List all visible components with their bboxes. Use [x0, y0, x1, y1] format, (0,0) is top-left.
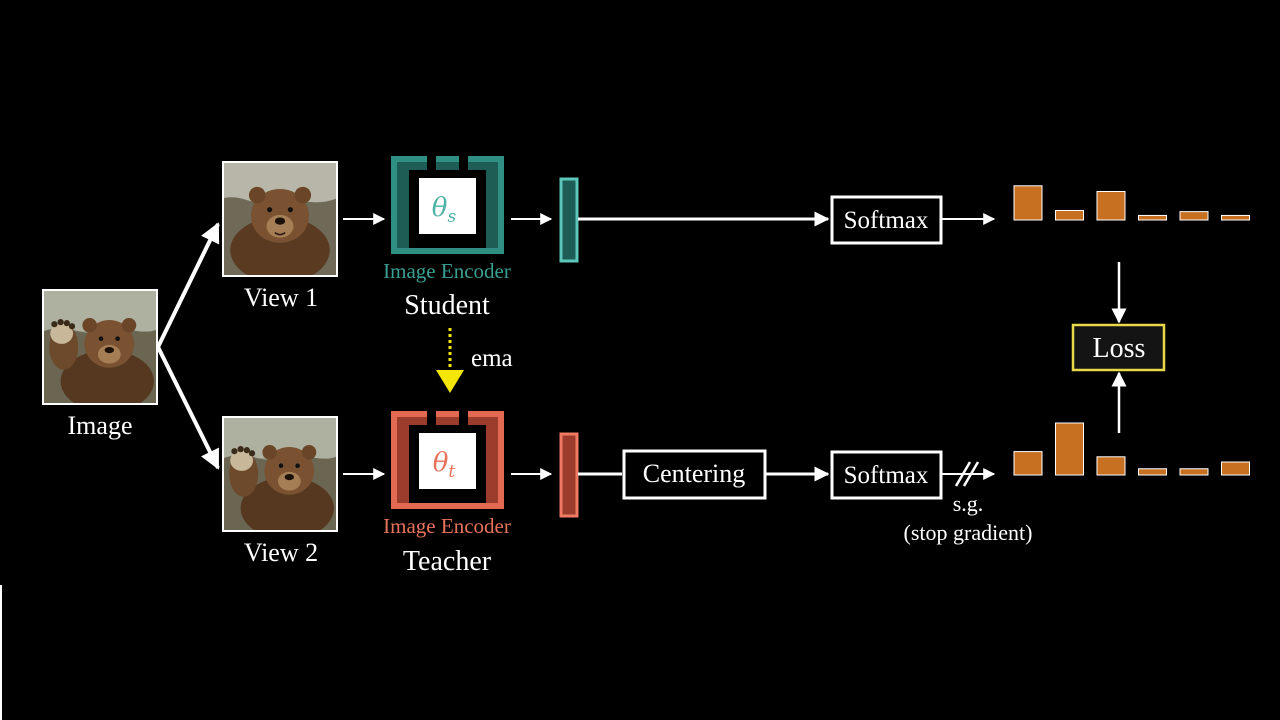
teacher-embedding [559, 432, 579, 518]
softmax-student-label: Softmax [844, 207, 929, 234]
teacher-distribution-bar [1179, 468, 1209, 476]
softmax-teacher-box [830, 450, 943, 500]
view1-image [222, 161, 338, 277]
ema-label: ema [471, 345, 513, 372]
centering-label: Centering [643, 459, 746, 488]
view1-label: View 1 [244, 283, 318, 312]
stop-gradient-mark [954, 461, 980, 487]
student-distribution-bar [1179, 211, 1209, 221]
student-distribution-bar [1055, 210, 1084, 221]
teacher-distribution-bar [1096, 456, 1126, 476]
centering-box [622, 449, 767, 500]
teacher-name: Teacher [403, 546, 492, 577]
student-theta: θs [432, 193, 457, 227]
teacher-distribution-bar [1138, 468, 1167, 476]
student-distribution-bar [1221, 214, 1250, 221]
student-distribution-bar [1096, 191, 1126, 221]
softmax-teacher-label: Softmax [844, 462, 929, 489]
view2-image [222, 416, 338, 532]
loss-label: Loss [1093, 333, 1146, 364]
teacher-distribution-bar [1013, 451, 1043, 476]
student-name: Student [404, 290, 490, 321]
input-image-label: Image [68, 411, 133, 440]
teacher-encoder-label: Image Encoder [383, 514, 511, 538]
teacher-distribution [1013, 422, 1250, 476]
teacher-encoder [391, 411, 504, 509]
stop-gradient-abbr: s.g. [953, 491, 984, 516]
ema-arrow-head [436, 370, 464, 393]
student-distribution-bar [1013, 185, 1043, 221]
loss-box [1071, 323, 1166, 372]
student-encoder-label: Image Encoder [383, 259, 511, 283]
student-embedding [559, 177, 579, 263]
student-encoder [391, 156, 504, 254]
branch-arrow-top [156, 222, 220, 348]
input-image [42, 289, 158, 405]
teacher-theta: θt [433, 448, 456, 482]
teacher-distribution-bar [1221, 461, 1250, 476]
view2-label: View 2 [244, 538, 318, 567]
student-distribution [1013, 185, 1250, 221]
branch-arrow-bottom [156, 346, 220, 470]
stop-gradient-full: (stop gradient) [904, 520, 1033, 545]
softmax-student-box [830, 195, 943, 245]
student-distribution-bar [1138, 214, 1167, 221]
teacher-distribution-bar [1055, 422, 1084, 476]
